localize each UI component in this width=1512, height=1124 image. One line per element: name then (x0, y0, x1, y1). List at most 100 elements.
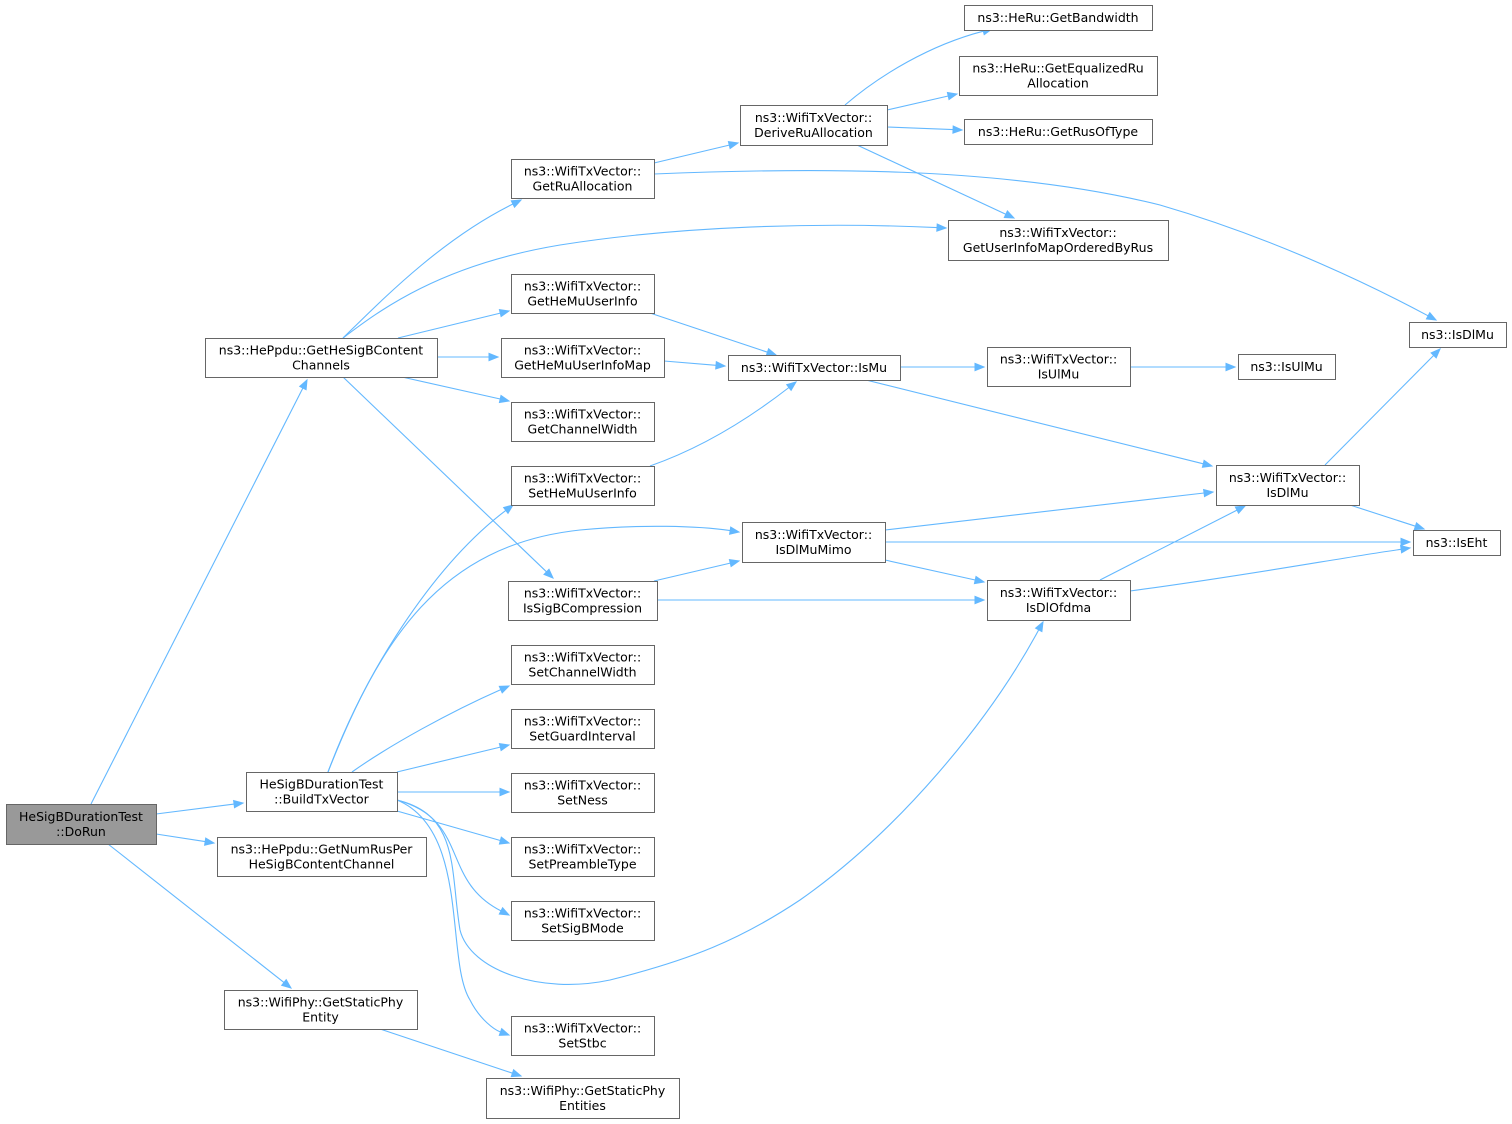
node-box (740, 105, 888, 146)
node-isdlmu_g[interactable]: ns3::IsDlMu (1409, 322, 1507, 348)
node-label: ns3::WifiTxVector:: (524, 164, 641, 179)
edge-isdlmumimo-to-isdlofdma (884, 559, 986, 585)
node-box (511, 274, 655, 314)
node-gethemuui[interactable]: ns3::WifiTxVector::GetHeMuUserInfo (511, 274, 655, 314)
edge-getstaticphy-to-getstaticphies (379, 1028, 523, 1078)
node-sethemuui[interactable]: ns3::WifiTxVector::SetHeMuUserInfo (511, 466, 655, 506)
edge-arrowhead (1034, 620, 1044, 633)
node-isdlmu[interactable]: ns3::WifiTxVector::IsDlMu (1216, 465, 1360, 506)
edge-line (1324, 355, 1435, 466)
edge-line (653, 144, 730, 164)
node-box (511, 837, 655, 877)
edge-arrowhead (728, 558, 741, 568)
edge-arrowhead (510, 199, 523, 209)
node-setstbc[interactable]: ns3::WifiTxVector::SetStbc (511, 1016, 655, 1056)
node-box (511, 709, 655, 749)
node-isulmu_g[interactable]: ns3::IsUlMu (1238, 354, 1336, 380)
edge-arrowhead (510, 1068, 523, 1078)
edge-arrowhead (1425, 311, 1438, 321)
edge-getcc-to-getuimap (342, 223, 948, 339)
node-setgi[interactable]: ns3::WifiTxVector::SetGuardInterval (511, 709, 655, 749)
node-deriveru[interactable]: ns3::WifiTxVector::DeriveRuAllocation (740, 105, 888, 146)
edge-arrowhead (1003, 210, 1016, 219)
edge-buildtx-to-setgi (396, 742, 511, 773)
node-label: HeSigBContentChannel (249, 857, 395, 872)
edge-line (327, 509, 507, 773)
node-label: GetRuAllocation (533, 179, 633, 194)
node-gethemuuimap[interactable]: ns3::WifiTxVector::GetHeMuUserInfoMap (501, 338, 665, 378)
node-label: Entity (302, 1010, 339, 1025)
node-label: ns3::HePpdu::GetNumRusPer (231, 842, 414, 857)
node-label: SetNess (557, 793, 608, 808)
edge-sethemuui-to-ismu (649, 381, 798, 467)
edge-arrowhead (785, 381, 798, 392)
node-dorun[interactable]: HeSigBDurationTest::DoRun (6, 804, 157, 845)
node-label: GetHeMuUserInfoMap (514, 358, 651, 373)
edge-line (649, 387, 790, 467)
edge-line (155, 833, 206, 843)
node-getnumrus[interactable]: ns3::HePpdu::GetNumRusPerHeSigBContentCh… (217, 837, 427, 877)
edge-line (865, 379, 1204, 465)
node-label: ns3::WifiPhy::GetStaticPhy (500, 1083, 666, 1098)
node-label: IsUlMu (1038, 367, 1080, 382)
edge-getruall-to-deriveru (653, 140, 740, 164)
edge-buildtx-to-setstbc (396, 799, 511, 1036)
node-label: ns3::WifiTxVector:: (524, 842, 641, 857)
node-label: GetChannelWidth (528, 422, 638, 437)
edge-arrowhead (1225, 362, 1237, 372)
edge-line (856, 144, 1007, 215)
node-iseht[interactable]: ns3::IsEht (1413, 530, 1501, 556)
node-box (742, 522, 886, 563)
node-setness[interactable]: ns3::WifiTxVector::SetNess (511, 773, 655, 813)
node-label: Allocation (1027, 76, 1089, 91)
edge-getcc-to-getruall (342, 199, 523, 339)
edge-getcc-to-issigbcomp (342, 376, 554, 579)
call-nodes: HeSigBDurationTest::DoRunns3::HePpdu::Ge… (6, 5, 1507, 1119)
edge-ismu-to-isdlmu (865, 379, 1214, 468)
node-box (511, 466, 655, 506)
node-label: SetGuardInterval (529, 729, 636, 744)
node-label: ns3::WifiTxVector:: (524, 279, 641, 294)
node-buildtx[interactable]: HeSigBDurationTest::BuildTxVector (246, 772, 398, 812)
node-isulmu[interactable]: ns3::WifiTxVector::IsUlMu (987, 347, 1131, 387)
node-issigbcomp[interactable]: ns3::WifiTxVector::IsSigBCompression (508, 581, 658, 621)
edge-line (396, 799, 501, 1033)
node-getruall[interactable]: ns3::WifiTxVector::GetRuAllocation (511, 159, 655, 199)
node-label: ns3::WifiTxVector::IsMu (741, 360, 887, 375)
node-setsigbmode[interactable]: ns3::WifiTxVector::SetSigBMode (511, 901, 655, 941)
node-box (511, 645, 655, 685)
edge-line (327, 525, 731, 773)
node-setchw[interactable]: ns3::WifiTxVector::SetChannelWidth (511, 645, 655, 685)
edge-isulmu-to-isulmu_g (1130, 362, 1237, 372)
edge-line (401, 376, 501, 400)
node-getrusoftype[interactable]: ns3::HeRu::GetRusOfType (964, 119, 1153, 145)
node-label: ns3::WifiTxVector:: (1229, 470, 1346, 485)
edge-arrowhead (298, 378, 308, 391)
edge-arrowhead (946, 91, 959, 101)
node-isdlofdma[interactable]: ns3::WifiTxVector::IsDlOfdma (987, 580, 1131, 621)
node-label: ns3::WifiTxVector:: (524, 1021, 641, 1036)
edge-arrowhead (498, 1027, 511, 1036)
node-box (205, 338, 438, 378)
node-label: SetPreambleType (528, 857, 636, 872)
edge-line (379, 1028, 513, 1074)
node-label: ns3::HeRu::GetBandwidth (977, 10, 1138, 25)
node-setpreamble[interactable]: ns3::WifiTxVector::SetPreambleType (511, 837, 655, 877)
node-label: ns3::HeRu::GetEqualizedRu (972, 61, 1143, 76)
node-box (511, 402, 655, 442)
node-getchw[interactable]: ns3::WifiTxVector::GetChannelWidth (511, 402, 655, 442)
node-label: HeSigBDurationTest (19, 809, 143, 824)
node-label: ::DoRun (56, 824, 106, 839)
node-box (486, 1078, 680, 1119)
node-getbw[interactable]: ns3::HeRu::GetBandwidth (964, 5, 1153, 31)
node-ismu[interactable]: ns3::WifiTxVector::IsMu (728, 355, 901, 381)
node-isdlmumimo[interactable]: ns3::WifiTxVector::IsDlMuMimo (742, 522, 886, 563)
node-getuimap[interactable]: ns3::WifiTxVector::GetUserInfoMapOrdered… (948, 220, 1169, 261)
edge-buildtx-to-setness (397, 787, 511, 797)
node-label: GetHeMuUserInfo (527, 294, 637, 309)
edge-line (886, 95, 949, 111)
